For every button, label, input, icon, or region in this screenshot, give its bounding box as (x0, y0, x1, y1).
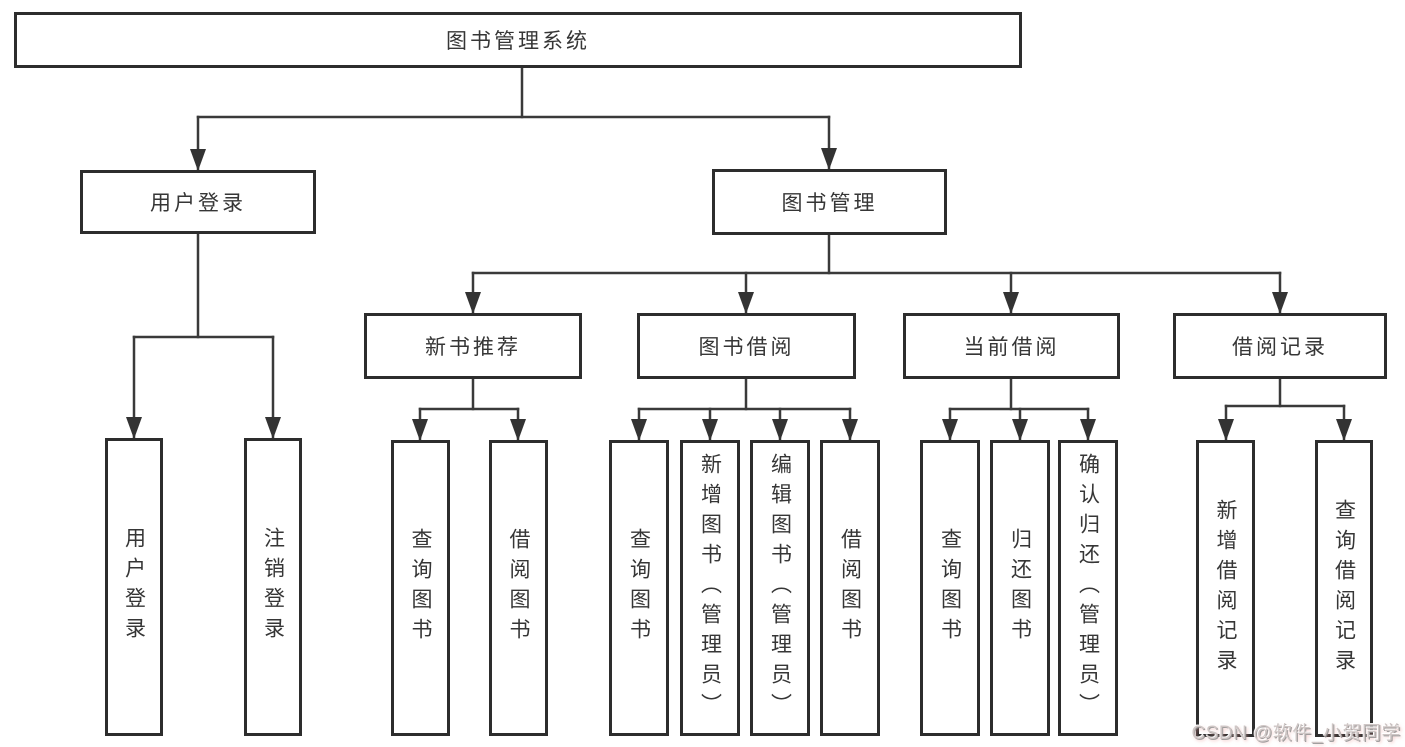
node-cb-confirm-return: 确认归还（管理员） (1058, 440, 1118, 736)
node-rec-borrow-books: 借阅图书 (489, 440, 548, 736)
node-cb-query-books: 查询图书 (920, 440, 980, 736)
node-cb-confirm-return-label: 确认归还（管理员） (1076, 453, 1100, 723)
node-user-login-leaf: 用户登录 (105, 438, 163, 736)
node-cb-return-books-label: 归还图书 (1008, 528, 1032, 648)
node-logout-leaf-label: 注销登录 (261, 527, 285, 647)
node-rec-query-books: 查询图书 (391, 440, 450, 736)
node-rec-borrow-books-label: 借阅图书 (507, 528, 530, 648)
node-book-management-label: 图书管理 (781, 192, 878, 215)
node-cb-query-books-label: 查询图书 (938, 528, 962, 648)
node-bb-query-books: 查询图书 (609, 440, 669, 736)
node-rec-query-books-label: 查询图书 (409, 528, 432, 648)
node-borrow-records-label: 借阅记录 (1232, 336, 1328, 359)
node-bb-query-books-label: 查询图书 (627, 528, 651, 648)
node-br-add-record-label: 新增借阅记录 (1214, 498, 1237, 679)
node-root: 图书管理系统 (14, 12, 1022, 68)
node-bb-borrow-books-label: 借阅图书 (838, 528, 862, 648)
node-borrow-records: 借阅记录 (1173, 313, 1387, 379)
node-book-borrow-label: 图书借阅 (698, 336, 795, 359)
node-user-login-label: 用户登录 (150, 192, 246, 215)
node-logout-leaf: 注销登录 (244, 438, 302, 736)
node-new-book-recommend: 新书推荐 (364, 313, 582, 379)
node-bb-edit-books: 编辑图书（管理员） (750, 440, 810, 736)
node-current-borrow-label: 当前借阅 (963, 336, 1060, 359)
node-new-book-recommend-label: 新书推荐 (425, 336, 521, 359)
node-bb-edit-books-label: 编辑图书（管理员） (768, 453, 792, 723)
node-br-query-record-label: 查询借阅记录 (1332, 498, 1356, 679)
node-root-label: 图书管理系统 (446, 30, 590, 53)
node-br-add-record: 新增借阅记录 (1196, 440, 1255, 737)
node-bb-add-books: 新增图书（管理员） (680, 440, 740, 736)
node-user-login-leaf-label: 用户登录 (122, 527, 146, 647)
node-book-management: 图书管理 (712, 169, 947, 235)
node-user-login: 用户登录 (80, 170, 316, 234)
node-cb-return-books: 归还图书 (990, 440, 1050, 736)
node-bb-add-books-label: 新增图书（管理员） (698, 453, 722, 723)
node-bb-borrow-books: 借阅图书 (820, 440, 880, 736)
node-book-borrow: 图书借阅 (637, 313, 856, 379)
node-current-borrow: 当前借阅 (903, 313, 1120, 379)
csdn-watermark: CSDN @软件_小贺同学 (1191, 723, 1401, 744)
node-br-query-record: 查询借阅记录 (1315, 440, 1373, 737)
